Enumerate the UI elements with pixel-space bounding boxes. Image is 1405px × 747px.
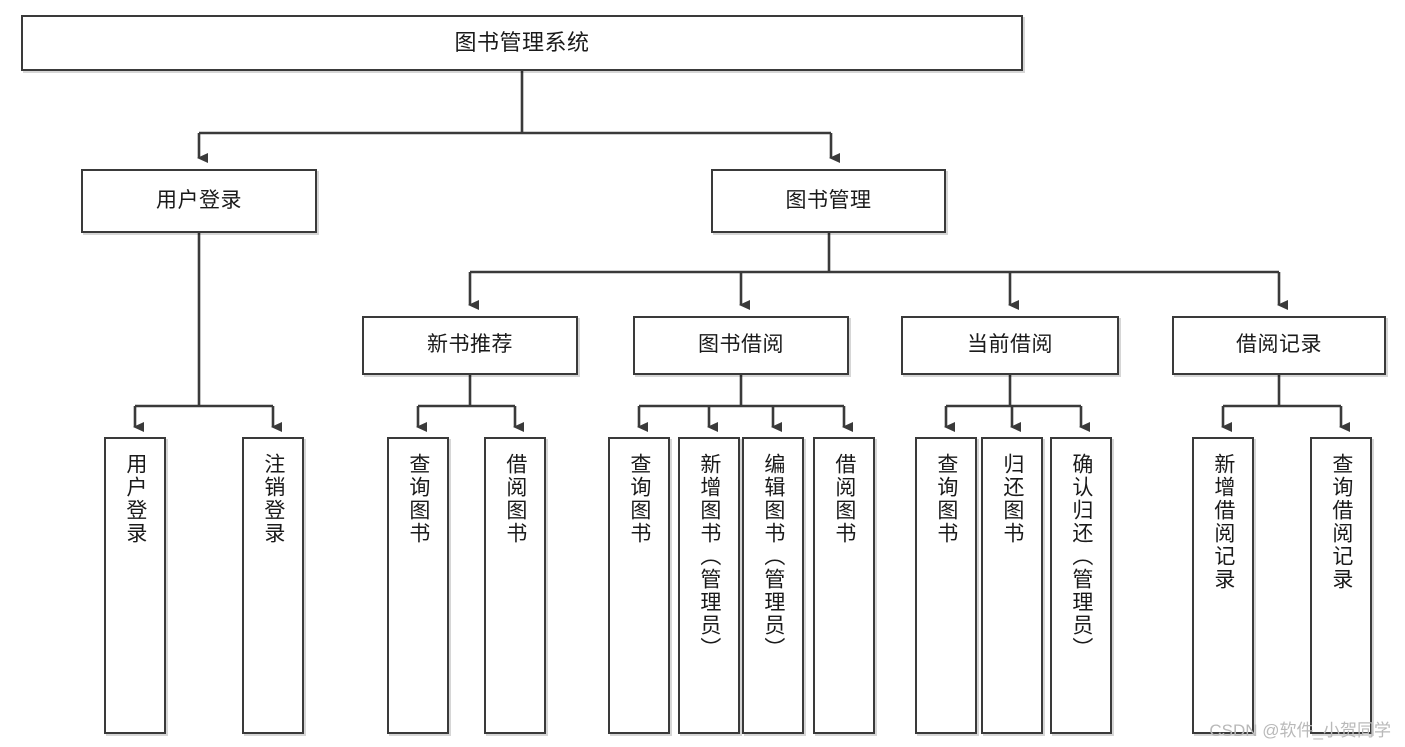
node-root[interactable]: 图书管理系统 <box>21 15 1023 71</box>
node-leaf-borrow-book-bor-label: 借阅图书 <box>832 453 856 545</box>
node-leaf-user-login-label: 用户登录 <box>123 453 147 545</box>
node-leaf-borrow-book-rec-label: 借阅图书 <box>503 453 527 545</box>
node-book-borrow-label: 图书借阅 <box>698 333 784 357</box>
node-leaf-borrow-book-bor[interactable]: 借阅图书 <box>813 437 875 734</box>
node-leaf-query-book-cur-label: 查询图书 <box>934 453 958 545</box>
node-leaf-add-book-admin[interactable]: 新增图书（管理员） <box>678 437 740 734</box>
node-leaf-add-book-admin-label: 新增图书（管理员） <box>697 453 721 660</box>
node-leaf-query-book-cur[interactable]: 查询图书 <box>915 437 977 734</box>
node-leaf-add-borrow-record-label: 新增借阅记录 <box>1211 453 1235 591</box>
node-book-manage-label: 图书管理 <box>785 188 872 212</box>
node-leaf-edit-book-admin[interactable]: 编辑图书（管理员） <box>742 437 804 734</box>
node-user-login-label: 用户登录 <box>156 188 242 212</box>
node-leaf-return-book-label: 归还图书 <box>1000 453 1024 545</box>
node-leaf-query-borrow-record[interactable]: 查询借阅记录 <box>1310 437 1372 734</box>
node-leaf-return-book[interactable]: 归还图书 <box>981 437 1043 734</box>
node-new-book-recommend-label: 新书推荐 <box>427 333 513 357</box>
node-leaf-add-borrow-record[interactable]: 新增借阅记录 <box>1192 437 1254 734</box>
node-book-manage[interactable]: 图书管理 <box>711 169 946 233</box>
node-book-borrow[interactable]: 图书借阅 <box>633 316 849 375</box>
node-leaf-query-book-rec-label: 查询图书 <box>406 453 430 545</box>
node-leaf-logout-login-label: 注销登录 <box>261 453 285 545</box>
node-leaf-query-book-bor-label: 查询图书 <box>627 453 651 545</box>
node-leaf-borrow-book-rec[interactable]: 借阅图书 <box>484 437 546 734</box>
node-current-borrow-label: 当前借阅 <box>967 333 1053 357</box>
node-root-label: 图书管理系统 <box>454 30 590 56</box>
node-leaf-query-book-rec[interactable]: 查询图书 <box>387 437 449 734</box>
node-leaf-query-book-bor[interactable]: 查询图书 <box>608 437 670 734</box>
node-leaf-query-borrow-record-label: 查询借阅记录 <box>1329 453 1353 591</box>
node-borrow-record-label: 借阅记录 <box>1236 333 1322 357</box>
node-new-book-recommend[interactable]: 新书推荐 <box>362 316 578 375</box>
node-leaf-confirm-return-admin-label: 确认归还（管理员） <box>1069 453 1093 660</box>
node-current-borrow[interactable]: 当前借阅 <box>901 316 1119 375</box>
node-leaf-logout-login[interactable]: 注销登录 <box>242 437 304 734</box>
node-user-login[interactable]: 用户登录 <box>81 169 317 233</box>
node-borrow-record[interactable]: 借阅记录 <box>1172 316 1386 375</box>
node-leaf-edit-book-admin-label: 编辑图书（管理员） <box>761 453 785 660</box>
node-leaf-confirm-return-admin[interactable]: 确认归还（管理员） <box>1050 437 1112 734</box>
node-leaf-user-login[interactable]: 用户登录 <box>104 437 166 734</box>
